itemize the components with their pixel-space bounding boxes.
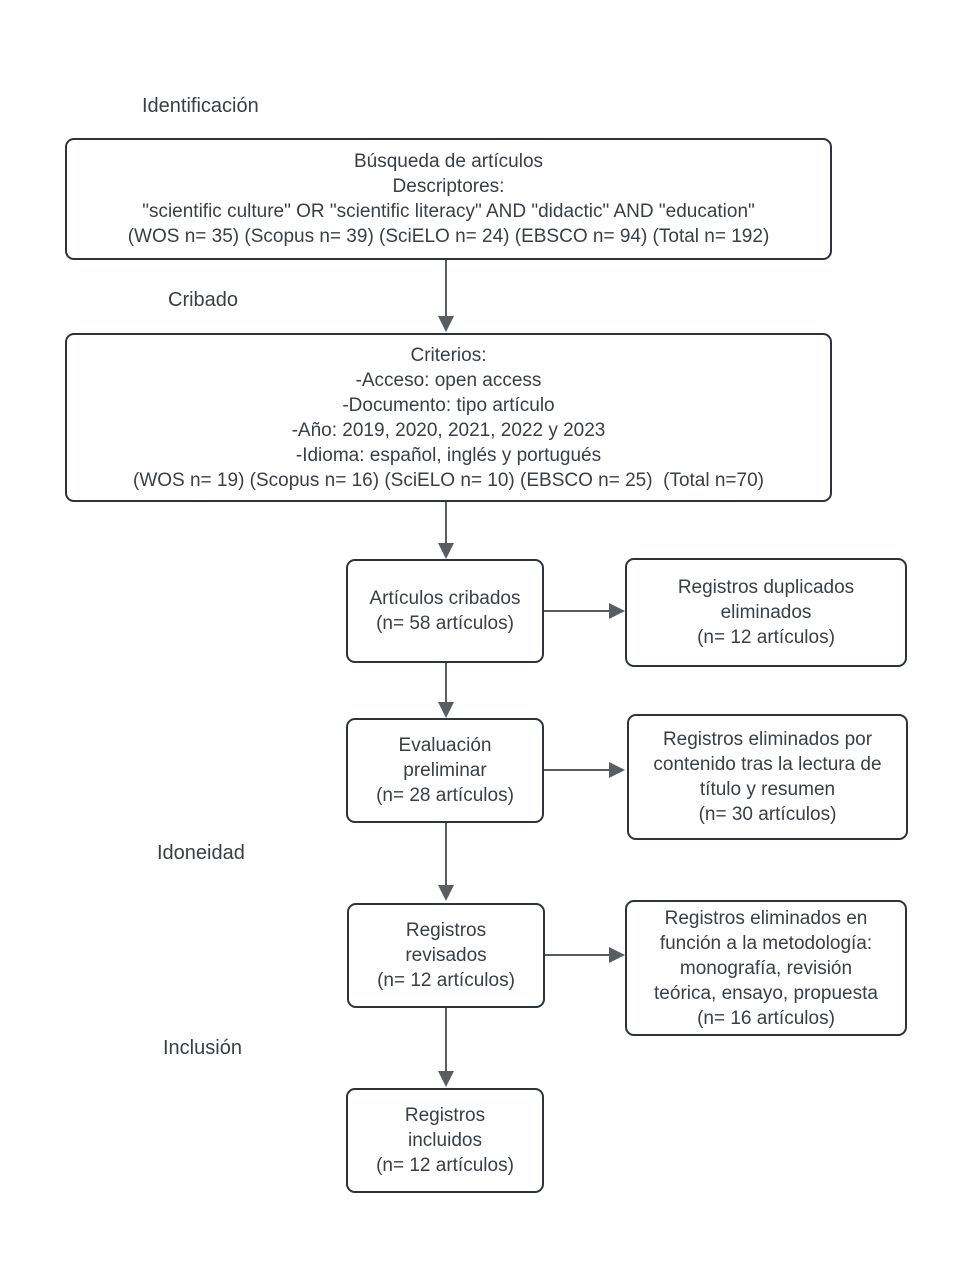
box-registros-duplicados: Registros duplicados eliminados (n= 12 a… [625, 558, 907, 667]
arrowhead-evaluacion-to-revisados [438, 885, 454, 901]
arrowhead-cribados-to-evaluacion [438, 702, 454, 718]
arrowhead-cribados-to-duplicados [609, 603, 625, 619]
arrow-line-evaluacion-to-eliminados-contenido [544, 769, 610, 771]
arrowhead-revisados-to-incluidos [438, 1071, 454, 1087]
box-criterios: Criterios: -Acceso: open access -Documen… [65, 333, 832, 502]
arrow-line-evaluacion-to-revisados [445, 823, 447, 887]
arrow-line-revisados-to-eliminados-metodologia [545, 954, 611, 956]
box-registros-revisados: Registros revisados (n= 12 artículos) [347, 903, 545, 1008]
box-articulos-cribados: Artículos cribados (n= 58 artículos) [346, 559, 544, 663]
arrowhead-criterios-to-cribados [438, 543, 454, 559]
arrowhead-revisados-to-eliminados-metodologia [609, 947, 625, 963]
arrow-line-cribados-to-evaluacion [445, 663, 447, 704]
arrow-line-revisados-to-incluidos [445, 1008, 447, 1073]
arrowhead-evaluacion-to-eliminados-contenido [609, 762, 625, 778]
box-registros-incluidos: Registros incluidos (n= 12 artículos) [346, 1088, 544, 1193]
box-eliminados-metodologia: Registros eliminados en función a la met… [625, 900, 907, 1036]
stage-label-idoneidad: Idoneidad [157, 842, 245, 864]
arrowhead-busqueda-to-criterios [438, 316, 454, 332]
box-eliminados-contenido: Registros eliminados por contenido tras … [627, 714, 908, 840]
box-evaluacion-preliminar: Evaluación preliminar (n= 28 artículos) [346, 718, 544, 823]
arrow-line-cribados-to-duplicados [544, 610, 610, 612]
arrow-line-criterios-to-cribados [445, 502, 447, 546]
stage-label-cribado: Cribado [168, 289, 239, 311]
arrow-line-busqueda-to-criterios [445, 260, 447, 318]
box-busqueda-articulos: Búsqueda de artículos Descriptores: "sci… [65, 138, 832, 260]
stage-label-identificacion: Identificación [142, 95, 259, 117]
stage-label-inclusion: Inclusión [163, 1037, 242, 1059]
